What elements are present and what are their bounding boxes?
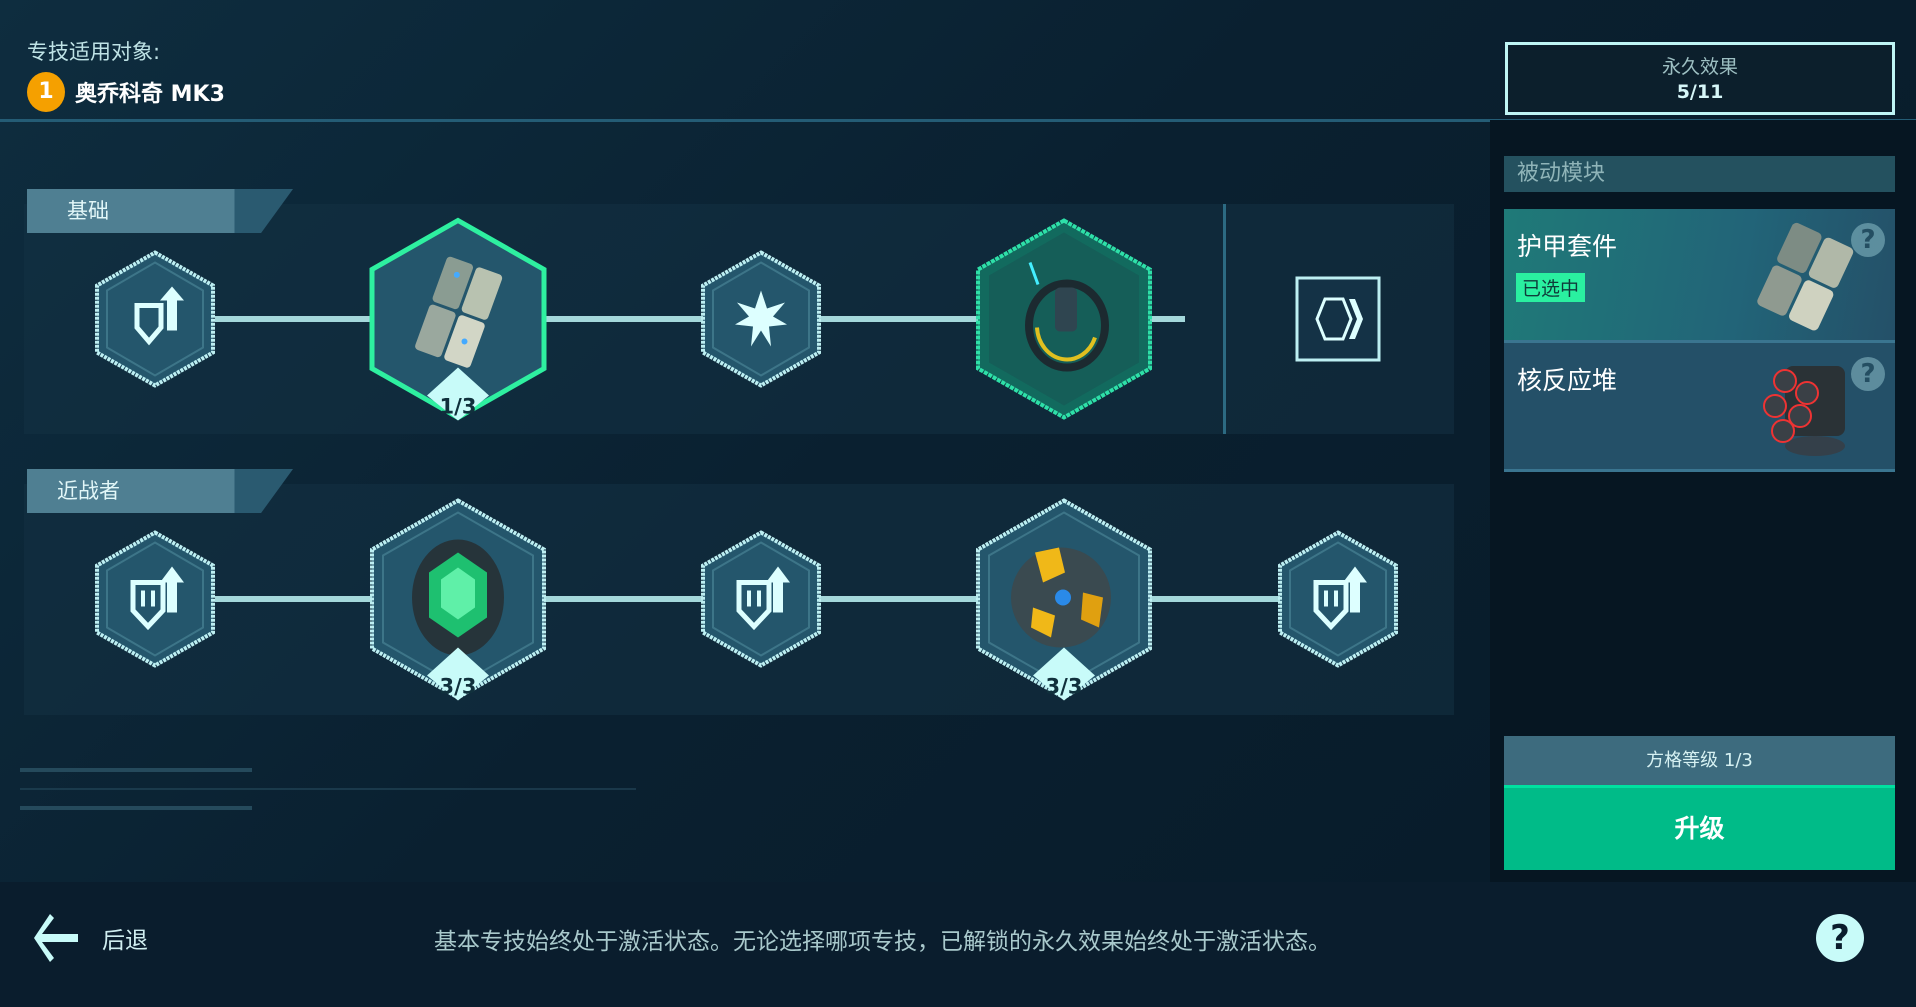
passive-item-armor-kit[interactable]: 护甲套件 已选中 ? bbox=[1504, 209, 1895, 343]
skill-node-starburst[interactable] bbox=[701, 250, 821, 388]
armor-kit-module-icon bbox=[369, 217, 547, 421]
starburst-icon bbox=[701, 250, 821, 388]
arrow-left-icon bbox=[34, 914, 78, 962]
melee-shield-upgrade-icon bbox=[95, 530, 215, 668]
decor-line bbox=[20, 768, 252, 772]
hexagon-slot-icon bbox=[1295, 276, 1381, 362]
mech-name: 奥乔科奇 MK3 bbox=[75, 82, 225, 107]
row-label-basic: 基础 bbox=[27, 189, 293, 233]
skill-node-melee-upgrade[interactable] bbox=[1278, 530, 1398, 668]
skill-node-shield-upgrade[interactable] bbox=[95, 250, 215, 388]
melee-shield-upgrade-icon bbox=[701, 530, 821, 668]
node-level: 3/3 bbox=[439, 674, 477, 699]
skill-node-armor-kit[interactable]: 1/3 bbox=[369, 217, 547, 421]
passive-item-nuclear-reactor[interactable]: 核反应堆 ? bbox=[1504, 343, 1895, 472]
ring-module-icon bbox=[976, 218, 1152, 420]
mech-rank-badge: 1 bbox=[27, 72, 65, 112]
nuclear-reactor-image bbox=[1763, 366, 1845, 456]
selected-badge: 已选中 bbox=[1516, 273, 1586, 302]
node-level: 3/3 bbox=[1045, 674, 1083, 699]
permanent-effects-button[interactable]: 永久效果 5/11 bbox=[1505, 42, 1895, 115]
connector-line bbox=[215, 316, 1185, 322]
target-label: 专技适用对象: bbox=[27, 40, 161, 64]
footer-bar bbox=[0, 882, 1916, 1007]
skill-node-locked-slot[interactable] bbox=[1295, 276, 1381, 362]
upgrade-button[interactable]: 升级 bbox=[1504, 785, 1895, 870]
passive-modules-header: 被动模块 bbox=[1504, 156, 1895, 192]
row-divider bbox=[1223, 204, 1226, 434]
skill-node-melee-upgrade[interactable] bbox=[95, 530, 215, 668]
skill-node-ring-module[interactable] bbox=[975, 218, 1153, 421]
melee-shield-upgrade-icon bbox=[1278, 530, 1398, 668]
shield-upgrade-icon bbox=[95, 250, 215, 388]
row-label-melee: 近战者 bbox=[27, 469, 293, 513]
green-core-module-icon bbox=[370, 498, 546, 701]
permanent-effects-title: 永久效果 bbox=[1661, 56, 1738, 78]
back-button[interactable]: 后退 bbox=[30, 912, 148, 964]
footer-description: 基本专技始终处于激活状态。无论选择哪项专技，已解锁的永久效果始终处于激活状态。 bbox=[434, 929, 1331, 955]
help-icon[interactable]: ? bbox=[1851, 357, 1885, 391]
skill-node-yellow-reactor[interactable]: 3/3 bbox=[975, 498, 1153, 701]
yellow-reactor-module-icon bbox=[976, 498, 1152, 701]
header-divider bbox=[0, 119, 1916, 122]
skill-node-melee-upgrade[interactable] bbox=[701, 530, 821, 668]
help-button[interactable]: ? bbox=[1816, 914, 1864, 962]
node-level: 1/3 bbox=[439, 394, 477, 419]
decor-line bbox=[20, 788, 636, 790]
decor-line bbox=[20, 806, 252, 810]
help-icon[interactable]: ? bbox=[1851, 223, 1885, 257]
armor-kit-image bbox=[1757, 222, 1854, 331]
permanent-effects-count: 5/11 bbox=[1676, 81, 1724, 103]
cell-level: 方格等级 1/3 bbox=[1504, 736, 1895, 785]
passive-item-name: 核反应堆 bbox=[1517, 366, 1618, 395]
back-label: 后退 bbox=[102, 928, 148, 954]
skill-node-green-core[interactable]: 3/3 bbox=[369, 498, 547, 701]
passive-item-name: 护甲套件 bbox=[1517, 232, 1618, 261]
